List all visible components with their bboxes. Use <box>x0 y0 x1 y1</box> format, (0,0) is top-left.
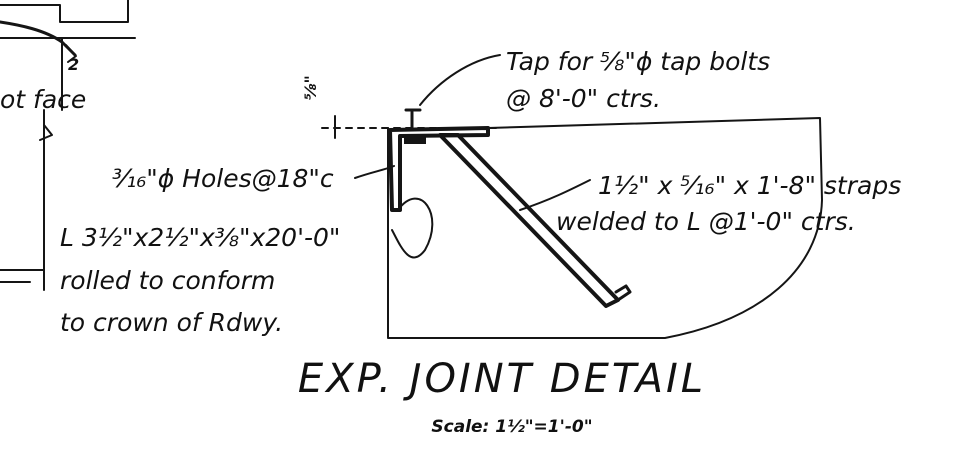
holes-callout: ³⁄₁₆"ϕ Holes@18"c <box>112 164 334 193</box>
fragment-box <box>0 0 129 23</box>
detail-scale: Scale: 1½"=1'-0" <box>431 417 592 437</box>
tap-bolts-callout: Tap for ⅝"ϕ tap bolts <box>506 47 770 76</box>
strap-callout: 1½" x ⁵⁄₁₆" x 1'-8" straps <box>598 171 901 200</box>
tap-bolt <box>404 108 422 130</box>
leaders <box>354 54 591 259</box>
left-fragment: ot face 2 <box>0 0 136 291</box>
detail-title: EXP. JOINT DETAIL <box>298 356 706 402</box>
strap-foot <box>604 284 632 308</box>
fragment-tick <box>65 44 77 63</box>
angle-crown-note: to crown of Rdwy. <box>60 308 283 337</box>
fragment-leader <box>0 267 45 283</box>
holes-leader <box>354 165 395 179</box>
angle-rolled-note: rolled to conform <box>60 266 275 295</box>
title-block: EXP. JOINT DETAIL Scale: 1½"=1'-0" <box>298 356 706 437</box>
offset-dimension: ⅝" <box>301 75 320 100</box>
strap-leader <box>519 179 591 211</box>
tap-bolt-seat <box>404 136 426 144</box>
angle-callout: L 3½"x2½"x⅜"x20'-0" <box>60 223 340 252</box>
face-label: ot face <box>0 85 86 114</box>
strap-weld-note: welded to L @1'-0" ctrs. <box>556 207 856 236</box>
angle-profile <box>388 126 490 212</box>
tap-bolts-spacing: @ 8'-0" ctrs. <box>506 84 661 113</box>
fragment-break <box>39 124 53 141</box>
tap-leader <box>419 54 501 106</box>
boundary-outline <box>387 117 823 339</box>
angle-leader <box>391 197 434 259</box>
angle-section <box>388 108 490 212</box>
callout-text: Tap for ⅝"ϕ tap bolts @ 8'-0" ctrs. ³⁄₁₆… <box>60 47 901 337</box>
fragment-vertical-line <box>43 37 63 291</box>
fragment-dim-mark: 2 <box>68 55 79 74</box>
strap <box>438 133 632 308</box>
